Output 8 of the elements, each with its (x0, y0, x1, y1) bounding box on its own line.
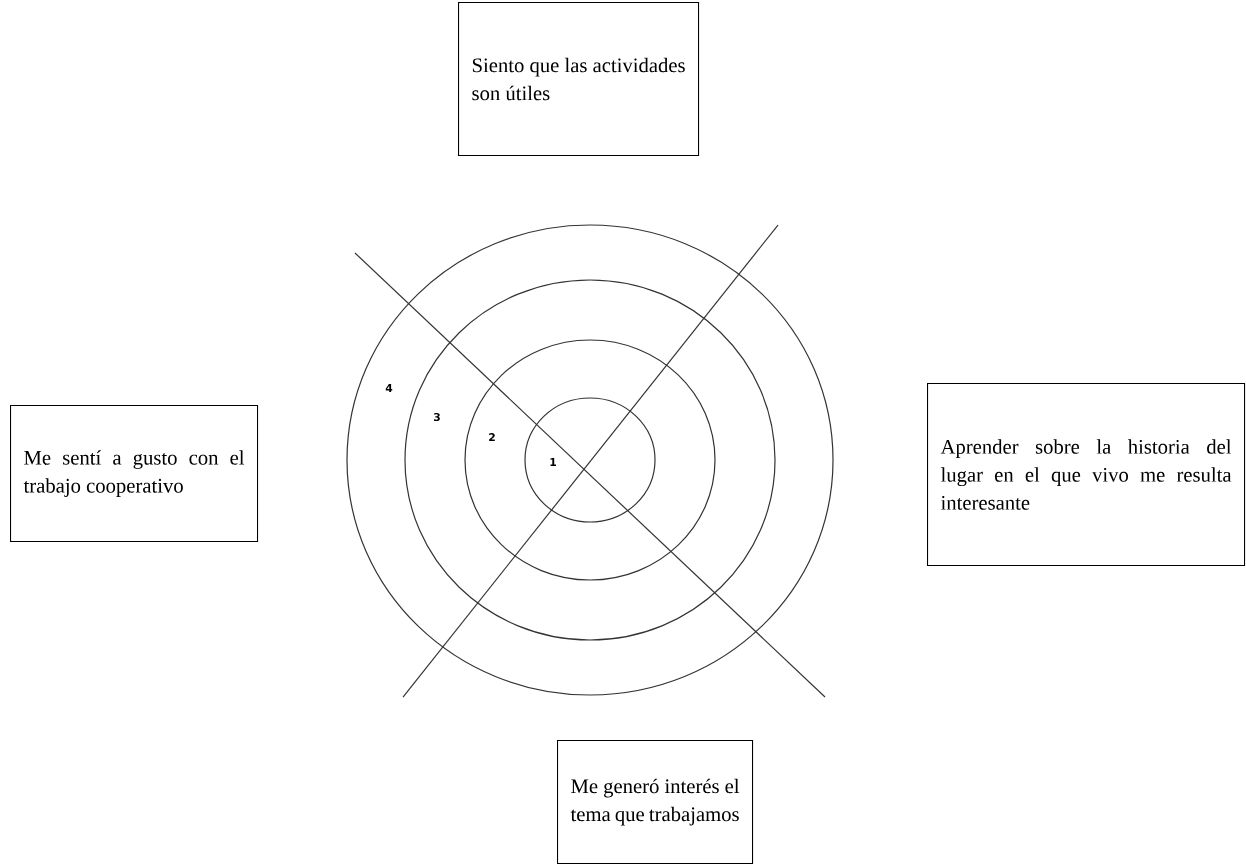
text-box: Me generó interés el tema que trabajamos (557, 740, 754, 865)
ring-number: 2 (489, 433, 495, 441)
ring-number: 1 (550, 458, 556, 466)
text-box: Siento que las actividades son útiles (458, 2, 700, 157)
text-box: Aprender sobre la historia del lugar en el que vivo me resulta interesante (927, 383, 1246, 567)
ring-number: 4 (385, 384, 393, 392)
text-box: Me sentí a gusto con el trabajo cooperativo (10, 405, 259, 543)
ring-number: 3 (434, 412, 440, 422)
